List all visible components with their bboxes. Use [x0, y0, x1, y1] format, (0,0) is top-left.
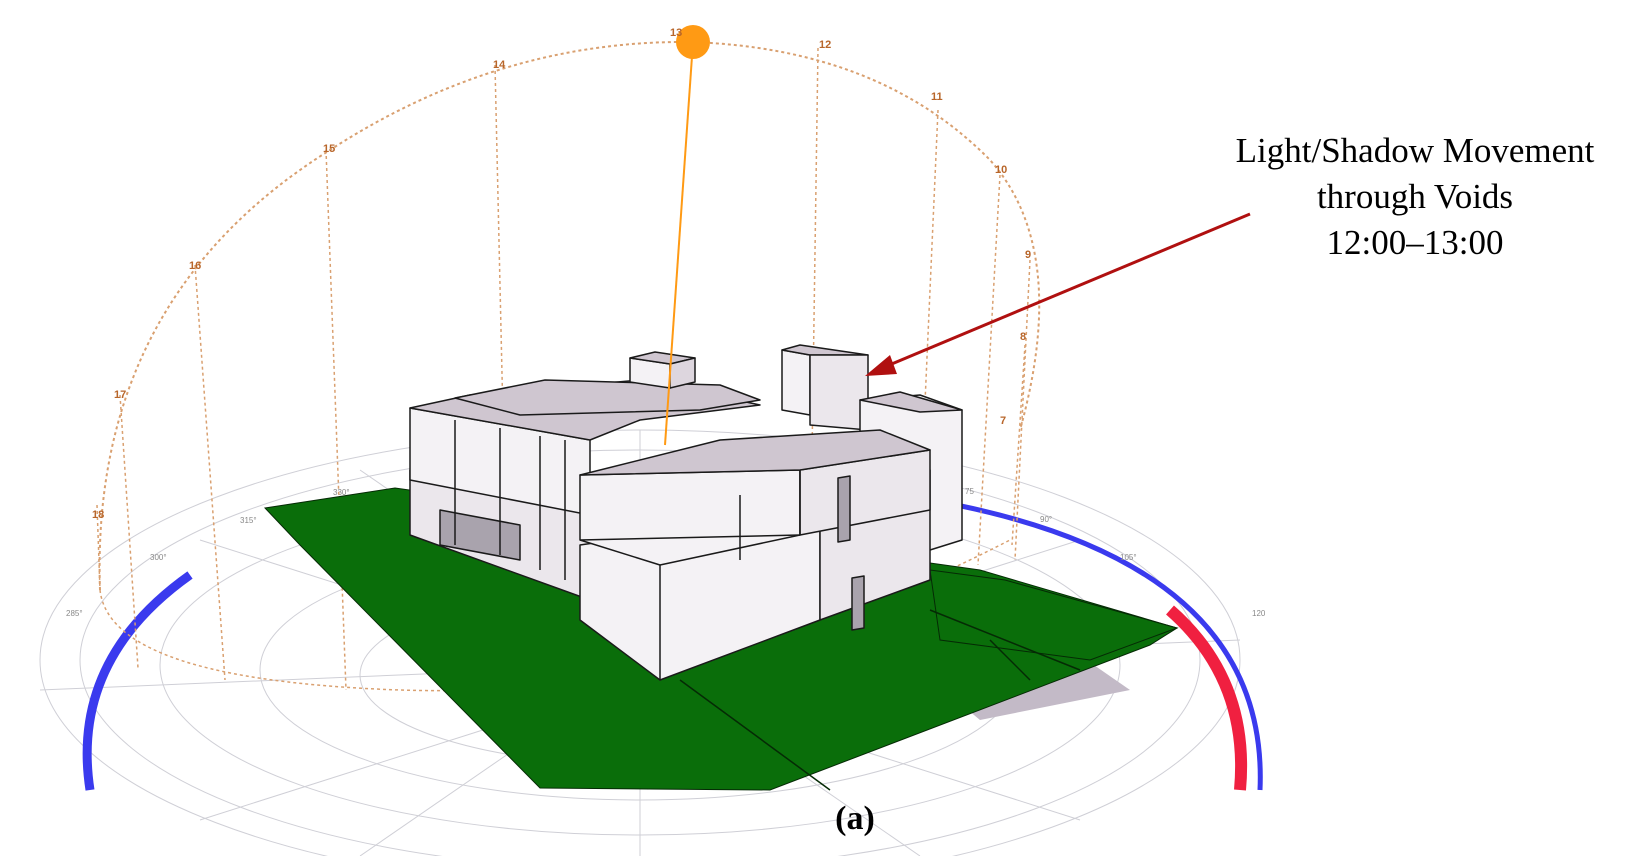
azimuth-label: 300° [150, 553, 167, 562]
sun-ray [664, 41, 694, 446]
hour-label: 16 [189, 260, 201, 272]
hour-label: 12 [819, 39, 831, 51]
azimuth-label: 105° [1120, 553, 1137, 562]
blue-ring-left [82, 571, 193, 791]
hour-label: 10 [995, 164, 1007, 176]
hour-label: 11 [931, 91, 943, 103]
sun-icon [676, 25, 710, 59]
hour-label: 8 [1020, 331, 1026, 343]
azimuth-label: 120 [1252, 609, 1266, 618]
annotation-arrow [865, 212, 1251, 376]
annotation-title: Light/Shadow Movement [1235, 131, 1595, 170]
annotation-subtitle: through Voids [1316, 177, 1514, 216]
hour-label: 17 [114, 389, 126, 401]
hour-label: 18 [92, 509, 104, 521]
building-model [409, 344, 963, 681]
sun-path-arc [98, 40, 1041, 591]
hour-drop-lines [96, 47, 1031, 691]
red-ring-right [1166, 605, 1248, 791]
azimuth-label: 90° [1040, 515, 1052, 524]
azimuth-label: 285° [66, 609, 83, 618]
hour-label: 14 [493, 59, 506, 71]
azimuth-label: 330° [333, 488, 350, 497]
hour-labels: 8 9 10 11 12 13 14 15 16 17 18 7 [92, 27, 1031, 521]
hour-label: 9 [1025, 249, 1031, 261]
hour-label: 13 [670, 27, 682, 39]
annotation-time-range: 12:00–13:00 [1326, 223, 1504, 262]
hour-label: 7 [1000, 415, 1006, 427]
figure-caption: (a) [835, 800, 875, 837]
hour-label: 15 [323, 143, 335, 155]
azimuth-label: 315° [240, 516, 257, 525]
azimuth-labels: 315° 300° 285° 90° 105° 120 330° 75 [66, 487, 1266, 618]
azimuth-label: 75 [965, 487, 974, 496]
